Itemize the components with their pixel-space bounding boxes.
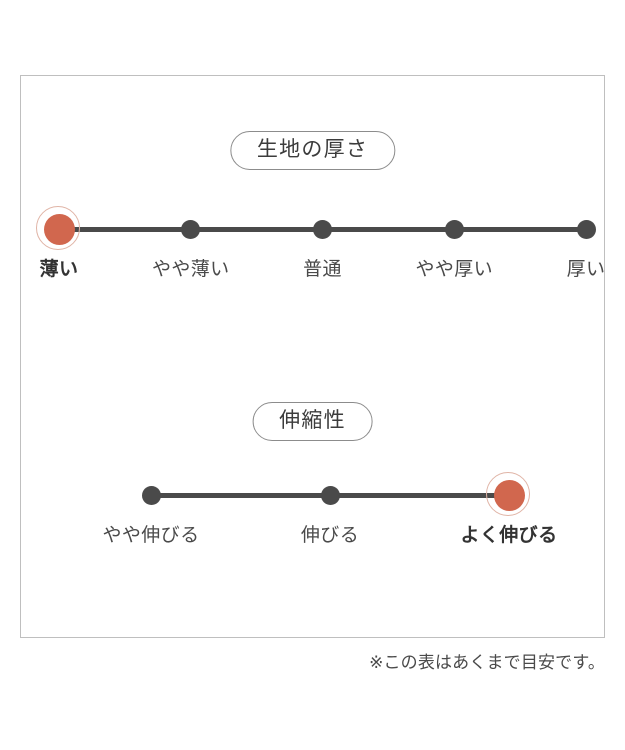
- marker-dot-thickness-2: [313, 219, 332, 239]
- selected-marker-dot-stretch-2: [493, 479, 525, 511]
- scale-label-thickness-2: 普通: [303, 258, 342, 280]
- scale-label-stretch-2: よく伸びる: [460, 524, 558, 546]
- selected-marker-halo-thickness: [36, 206, 80, 250]
- thickness-points: 薄い やや薄い 普通 やや厚い 厚い: [36, 206, 605, 280]
- scale-label-thickness-0: 薄い: [39, 258, 79, 280]
- scale-label-thickness-3: やや厚い: [415, 258, 494, 280]
- marker-dot-stretch-1: [320, 485, 340, 505]
- spec-card: 生地の厚さ 薄い やや薄い 普通 やや厚い 厚い 伸縮性 やや伸びる 伸びる よく伸びる: [20, 75, 605, 638]
- scale-label-stretch-1: 伸びる: [300, 524, 360, 546]
- stretch-scale: やや伸びる 伸びる よく伸びる: [103, 472, 557, 562]
- section-heading-stretch: 伸縮性: [252, 402, 373, 441]
- selected-marker-dot-thickness-0: [43, 213, 75, 245]
- section-heading-thickness: 生地の厚さ: [229, 131, 396, 170]
- marker-dot-thickness-3: [444, 219, 464, 239]
- scale-label-thickness-4: 厚い: [566, 258, 606, 280]
- thickness-scale: 薄い やや薄い 普通 やや厚い 厚い: [36, 206, 605, 296]
- scale-label-thickness-1: やや薄い: [151, 258, 230, 280]
- selected-marker-halo-stretch: [486, 472, 530, 516]
- footnote-text: ※この表はあくまで目安です。: [369, 653, 605, 673]
- marker-dot-stretch-0: [141, 485, 161, 505]
- marker-dot-thickness-4: [576, 219, 596, 239]
- scale-label-stretch-0: やや伸びる: [102, 524, 200, 546]
- stretch-points: やや伸びる 伸びる よく伸びる: [103, 472, 557, 546]
- marker-dot-thickness-1: [181, 219, 201, 239]
